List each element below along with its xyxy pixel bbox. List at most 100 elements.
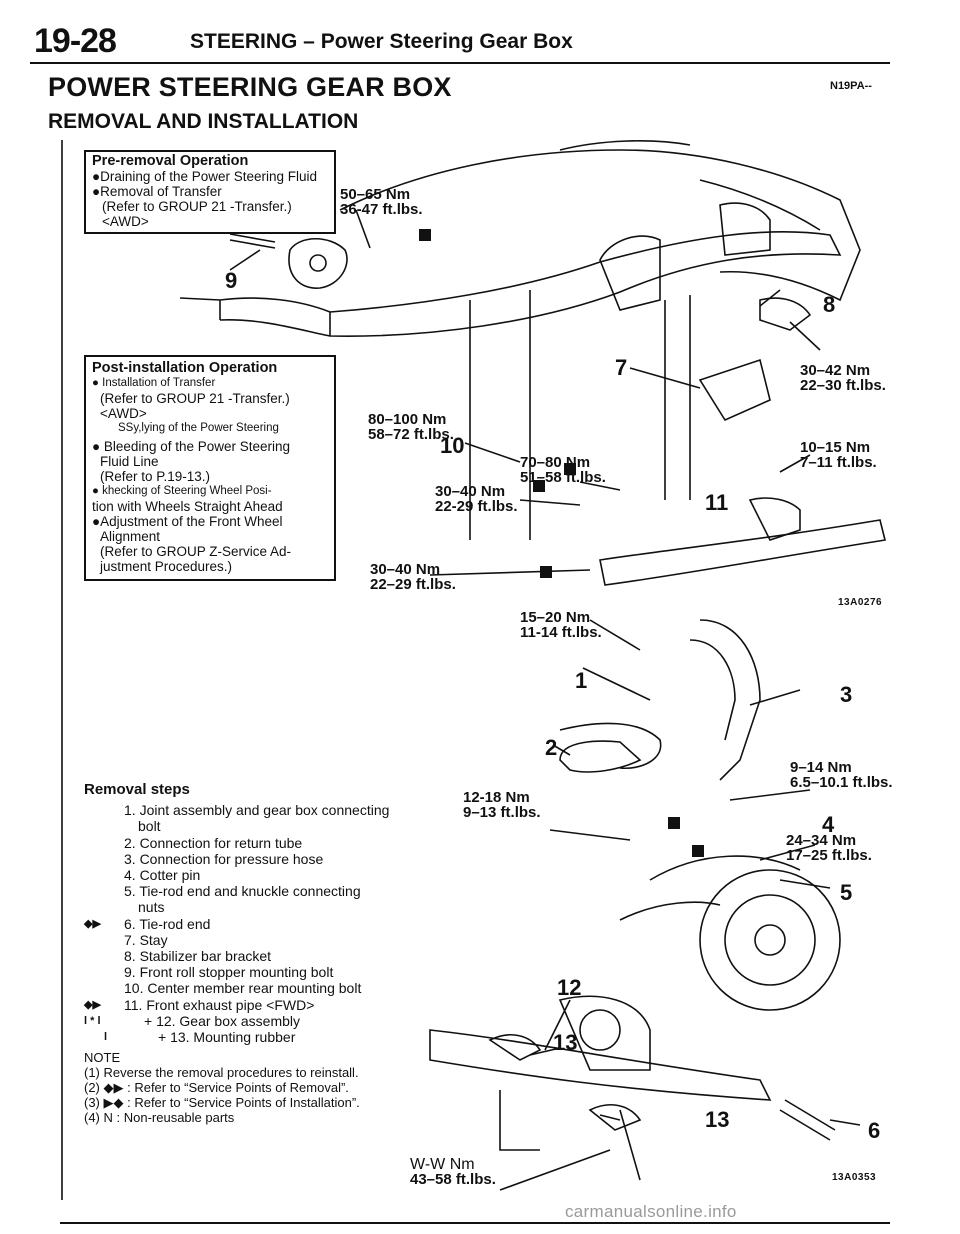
part-number: 8 xyxy=(823,292,836,317)
removal-steps: Removal steps 1. Joint assembly and gear… xyxy=(84,781,454,1045)
step-text: 2. Connection for return tube xyxy=(124,834,303,851)
figure-ref-code: 13A0276 xyxy=(838,597,883,608)
post-installation-heading: Post-installation Operation xyxy=(92,360,278,376)
page-subtitle: REMOVAL AND INSTALLATION xyxy=(48,110,359,133)
post-installation-line: <AWD> xyxy=(100,406,147,421)
step-text: bolt xyxy=(138,818,161,835)
section-title: STEERING – Power Steering Gear Box xyxy=(190,30,573,53)
step-text: 9. Front roll stopper mounting bolt xyxy=(124,964,334,981)
note-line: (4) N : Non-reusable parts xyxy=(84,1110,235,1125)
removal-step: 7. Stay xyxy=(84,932,454,948)
page-number: 19-28 xyxy=(34,22,117,60)
removal-step: 1. Joint assembly and gear box connectin… xyxy=(84,802,454,818)
part-number: 6 xyxy=(868,1118,881,1143)
step-text: + 13. Mounting rubber xyxy=(158,1029,296,1046)
part-number: 10 xyxy=(440,433,465,458)
note-line: (3) ▶◆ : Refer to “Service Points of Ins… xyxy=(84,1095,360,1110)
post-installation-line: justment Procedures.) xyxy=(100,559,233,574)
step-text: 11. Front exhaust pipe <FWD> xyxy=(124,996,315,1013)
removal-step: ◆▶ 11. Front exhaust pipe <FWD> xyxy=(84,997,454,1013)
removal-step: 10. Center member rear mounting bolt xyxy=(84,980,454,996)
removal-step: 8. Stabilizer bar bracket xyxy=(84,948,454,964)
step-text: 1. Joint assembly and gear box connectin… xyxy=(124,802,390,819)
step-text: 5. Tie-rod end and knuckle connecting xyxy=(124,883,361,900)
removal-step: 4. Cotter pin xyxy=(84,867,454,883)
post-installation-line: SSy,lying of the Power Steering xyxy=(118,422,279,434)
step-text: 3. Connection for pressure hose xyxy=(124,850,324,867)
post-installation-line: ● Installation of Transfer xyxy=(92,377,216,389)
removal-step: nuts xyxy=(84,899,454,915)
page-title: POWER STEERING GEAR BOX xyxy=(48,72,452,102)
post-installation-line: (Refer to P.19-13.) xyxy=(100,469,211,484)
pre-removal-box: Pre-removal Operation ●Draining of the P… xyxy=(84,150,336,234)
post-installation-line: tion with Wheels Straight Ahead xyxy=(92,499,283,514)
removal-step: l + 13. Mounting rubber xyxy=(84,1029,454,1045)
doc-code: N19PA-- xyxy=(830,80,872,92)
figure-ref-code: 13A0353 xyxy=(832,1172,877,1183)
post-installation-line: ● Bleeding of the Power Steering xyxy=(92,439,291,454)
footer-rule xyxy=(60,1222,890,1224)
post-installation-line: Alignment xyxy=(100,529,161,544)
step-text: nuts xyxy=(138,899,165,916)
pre-removal-line: <AWD> xyxy=(102,214,149,229)
removal-step: l * l + 12. Gear box assembly xyxy=(84,1013,454,1029)
part-number: 13 xyxy=(553,1030,578,1055)
part-number: 13 xyxy=(705,1107,730,1132)
pre-removal-line: ●Draining of the Power Steering Fluid xyxy=(92,169,318,184)
removal-step: 3. Connection for pressure hose xyxy=(84,851,454,867)
note-block: NOTE (1) Reverse the removal procedures … xyxy=(84,1050,434,1125)
watermark: carmanualsonline.info xyxy=(565,1202,737,1221)
part-number: 7 xyxy=(615,355,628,380)
step-text: 10. Center member rear mounting bolt xyxy=(124,980,362,997)
part-number: 2 xyxy=(545,735,558,760)
part-number: 5 xyxy=(840,880,853,905)
step-text: 7. Stay xyxy=(124,931,168,948)
part-number: 9 xyxy=(225,268,238,293)
step-mark: l xyxy=(104,1031,108,1044)
post-installation-line: Fluid Line xyxy=(100,454,159,469)
note-heading: NOTE xyxy=(84,1050,121,1065)
post-installation-line: ●Adjustment of the Front Wheel xyxy=(92,514,283,529)
header-rule xyxy=(30,62,890,64)
removal-step: bolt xyxy=(84,818,454,834)
part-number: 11 xyxy=(705,490,729,515)
post-installation-line: (Refer to GROUP Z-Service Ad- xyxy=(100,544,292,559)
step-text: 6. Tie-rod end xyxy=(124,915,211,932)
note-line: (2) ◆▶ : Refer to “Service Points of Rem… xyxy=(84,1080,349,1095)
pre-removal-heading: Pre-removal Operation xyxy=(92,153,249,169)
removal-step: ◆▶ 6. Tie-rod end xyxy=(84,916,454,932)
part-number: 12 xyxy=(557,975,582,1000)
note-line: (1) Reverse the removal procedures to re… xyxy=(84,1065,359,1080)
step-text: + 12. Gear box assembly xyxy=(144,1012,301,1029)
step-mark: ◆▶ xyxy=(84,917,101,930)
removal-step: 2. Connection for return tube xyxy=(84,835,454,851)
post-installation-line: (Refer to GROUP 21 -Transfer.) xyxy=(100,391,290,406)
part-number: 4 xyxy=(822,812,835,837)
step-mark: l * l xyxy=(84,1014,101,1027)
removal-heading: Removal steps xyxy=(84,781,190,798)
pre-removal-line: (Refer to GROUP 21 -Transfer.) xyxy=(102,199,292,214)
post-installation-box: Post-installation Operation ● Installati… xyxy=(84,355,336,581)
step-text: 8. Stabilizer bar bracket xyxy=(124,948,272,965)
post-installation-line: ● khecking of Steering Wheel Posi- xyxy=(92,485,272,497)
pre-removal-line: ●Removal of Transfer xyxy=(92,184,222,199)
removal-step: 5. Tie-rod end and knuckle connecting xyxy=(84,883,454,899)
part-number: 1 xyxy=(575,668,588,693)
step-mark: ◆▶ xyxy=(84,998,101,1011)
step-text: 4. Cotter pin xyxy=(124,867,201,884)
removal-step: 9. Front roll stopper mounting bolt xyxy=(84,964,454,980)
part-number: 3 xyxy=(840,682,853,707)
